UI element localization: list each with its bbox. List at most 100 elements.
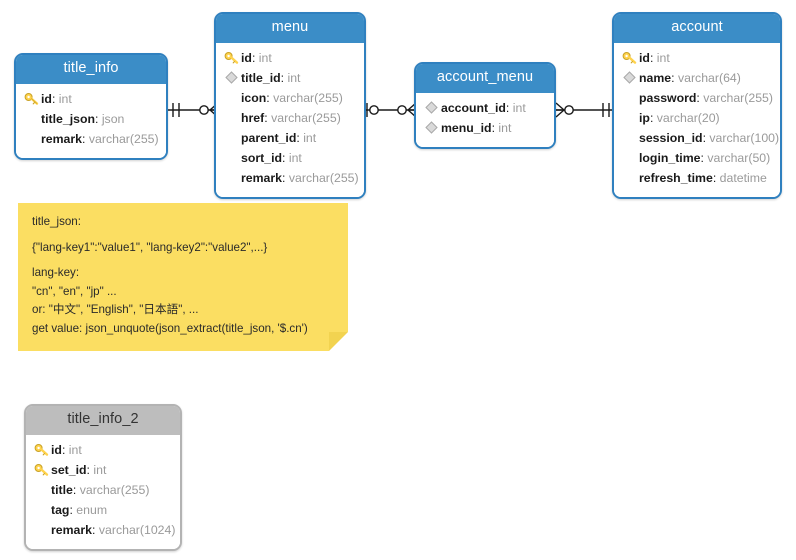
field-row[interactable]: title_id: int [216,68,364,88]
field-row[interactable]: id: int [216,48,364,68]
field-name: password [639,90,697,105]
field-colon: : [92,522,99,537]
field-row[interactable]: id: int [614,48,780,68]
field-row[interactable]: href: varchar(255) [216,108,364,128]
field-type: varchar(1024) [98,522,176,537]
field-colon: : [712,170,720,185]
field-row[interactable]: title: varchar(255) [26,480,180,500]
field-type: varchar(50) [707,150,771,165]
field-colon: : [296,130,304,145]
field-row[interactable]: session_id: varchar(100) [614,128,780,148]
entity-menu-fields: id: int title_id: int icon: varchar(255)… [216,42,364,197]
note-line: get value: json_unquote(json_extract(tit… [32,321,308,335]
field-row[interactable]: remark: varchar(255) [216,168,364,188]
field-type: int [656,50,670,65]
field-row[interactable]: title_json: json [16,109,166,129]
field-name: remark [41,131,83,146]
field-type: varchar(255) [79,482,150,497]
field-row[interactable]: password: varchar(255) [614,88,780,108]
field-name: id [639,50,650,65]
field-row[interactable]: refresh_time: datetime [614,168,780,188]
field-row[interactable]: menu_id: int [416,118,554,138]
no-icon [23,131,40,147]
field-row[interactable]: id: int [16,89,166,109]
entity-menu[interactable]: menu id: int title_id: int icon: varchar… [214,12,366,199]
field-name: icon [241,90,267,105]
diamond-icon [621,70,638,86]
no-icon [223,170,240,186]
field-row[interactable]: login_time: varchar(50) [614,148,780,168]
field-name: ip [639,110,650,125]
field-colon: : [282,170,289,185]
field-colon: : [696,90,704,105]
no-icon [223,130,240,146]
field-row[interactable]: sort_id: int [216,148,364,168]
field-name: title_id [241,70,281,85]
relationship-account_menu-account [555,100,614,120]
relationship-menu-account_menu [364,100,417,120]
field-name: session_id [639,130,703,145]
field-type: varchar(64) [677,70,741,85]
field-colon: : [86,462,94,477]
field-row[interactable]: account_id: int [416,98,554,118]
field-name: parent_id [241,130,297,145]
field-type: varchar(100) [709,130,780,145]
field-colon: : [264,110,272,125]
no-icon [621,150,638,166]
key-icon [23,91,40,107]
field-name: remark [241,170,283,185]
field-row[interactable]: id: int [26,440,180,460]
no-icon [33,482,50,498]
no-icon [33,502,50,518]
field-name: account_id [441,100,506,115]
field-row[interactable]: ip: varchar(20) [614,108,780,128]
field-name: tag [51,502,70,517]
no-icon [621,170,638,186]
field-name: title [51,482,73,497]
field-colon: : [82,131,89,146]
field-colon: : [505,100,513,115]
field-type: int [498,120,512,135]
entity-account_menu-fields: account_id: int menu_id: int [416,92,554,147]
field-type: varchar(255) [703,90,773,105]
field-colon: : [649,50,657,65]
field-name: menu_id [441,120,492,135]
diamond-icon [423,120,440,136]
field-name: id [41,91,52,106]
field-name: set_id [51,462,87,477]
field-row[interactable]: tag: enum [26,500,180,520]
field-type: int [287,70,301,85]
no-icon [23,111,40,127]
field-row[interactable]: name: varchar(64) [614,68,780,88]
field-colon: : [671,70,678,85]
field-colon: : [700,150,708,165]
no-icon [223,110,240,126]
field-type: int [68,442,82,457]
entity-account[interactable]: account id: int name: varchar(64) passwo… [612,12,782,199]
entity-account-fields: id: int name: varchar(64) password: varc… [614,42,780,197]
field-colon: : [282,150,289,165]
no-icon [33,522,50,538]
diamond-icon [423,100,440,116]
entity-account_menu[interactable]: account_menu account_id: int menu_id: in… [414,62,556,149]
entity-title_info[interactable]: title_info id: int title_json: json rema… [14,53,168,160]
field-type: int [303,130,317,145]
no-icon [223,150,240,166]
field-row[interactable]: remark: varchar(255) [16,129,166,149]
field-name: remark [51,522,93,537]
field-row[interactable]: remark: varchar(1024) [26,520,180,540]
field-row[interactable]: icon: varchar(255) [216,88,364,108]
entity-menu-title: menu [216,14,364,43]
field-row[interactable]: parent_id: int [216,128,364,148]
field-name: href [241,110,265,125]
no-icon [621,110,638,126]
field-colon: : [491,120,499,135]
field-row[interactable]: set_id: int [26,460,180,480]
no-icon [223,90,240,106]
entity-title_info-fields: id: int title_json: json remark: varchar… [16,83,166,158]
note-line: {"lang-key1":"value1", "lang-key2":"valu… [32,240,268,254]
entity-title_info_2[interactable]: title_info_2 id: int set_id: int title: … [24,404,182,551]
field-type: int [512,100,526,115]
note-title_json[interactable]: title_json: {"lang-key1":"value1", "lang… [18,203,348,351]
field-colon: : [280,70,288,85]
